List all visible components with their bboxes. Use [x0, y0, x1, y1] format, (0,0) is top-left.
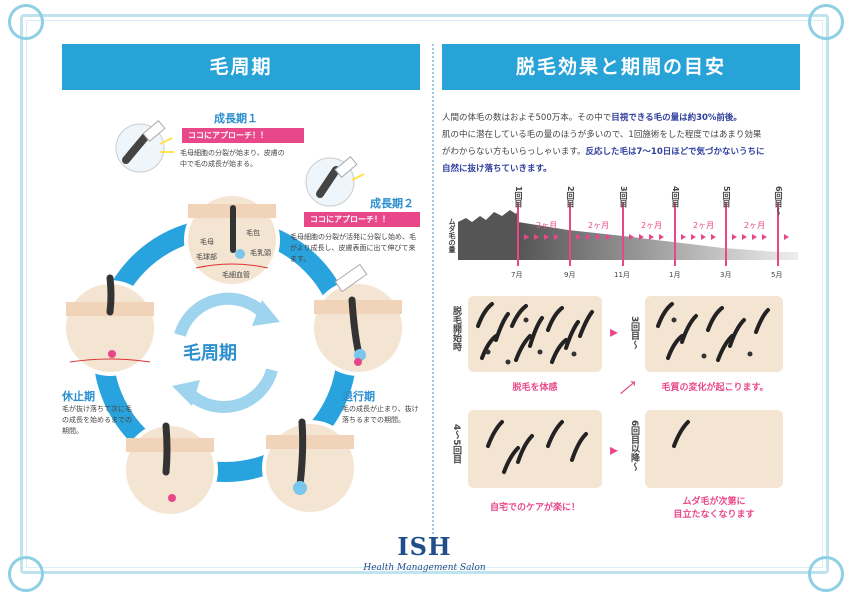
session-label-6: 6回目～ [774, 186, 783, 216]
stage-caption-6th-line-1: ムダ毛が次第に [682, 497, 746, 507]
phase-anagen-2-title: 成長期２ [370, 197, 414, 210]
decorative-frame [20, 14, 829, 574]
circle-anagen-2 [310, 280, 406, 376]
anatomy-label-papilla: 毛乳頭 [250, 249, 271, 257]
month-label-1: 7月 [511, 271, 523, 279]
phase-catagen-title: 退行期 [342, 390, 375, 403]
phase-anagen-1-tag: ココにアプローチ！！ [182, 128, 304, 143]
intro-line-3a: がわからない方もいらっしゃいます。 [442, 147, 586, 157]
session-label-3: 3回目 [619, 186, 628, 208]
circle-catagen [262, 418, 358, 516]
timeline-ylabel: ムダ毛の量 [448, 218, 456, 253]
session-label-2: 2回目 [566, 186, 575, 208]
stage-side-label-start: 脱毛開始時 [451, 306, 461, 351]
anatomy-label-follicle: 毛包 [246, 229, 260, 237]
session-label-4: 4回目 [671, 186, 680, 208]
hair-cycle-diagram [62, 120, 406, 518]
interval-label-1: 2ヶ月 [536, 221, 558, 230]
anatomy-label-bulb: 毛球部 [196, 253, 217, 261]
stage-caption-start: 脱毛を体感 [512, 383, 558, 393]
hair-volume-timeline [458, 202, 798, 266]
circle-telogen-lower [122, 422, 218, 518]
corner-ornament-bottom-right [808, 556, 844, 592]
interval-label-3: 2ヶ月 [641, 221, 663, 230]
logo-name: ISH [397, 532, 452, 561]
cycle-arrow-bottom [183, 368, 278, 413]
month-label-2: 9月 [564, 271, 576, 279]
interval-label-2: 2ヶ月 [588, 221, 610, 230]
stage-panel-4th-5th [468, 410, 602, 488]
cycle-arrow-top [174, 292, 270, 337]
phase-telogen-desc: 毛が抜け落ちて次に毛の成長を始めるまでの期間。 [62, 405, 132, 435]
stage-caption-4th-5th: 自宅でのケアが楽に！ [489, 503, 580, 513]
stage-side-label-6th: 6回目以降～ [629, 420, 639, 472]
circle-telogen [62, 274, 158, 376]
column-divider [432, 44, 434, 534]
corner-ornament-bottom-left [8, 556, 44, 592]
intro-line-1b: 目視できる毛の量は約30%前後。 [611, 113, 742, 123]
laser-device-icon-3 [334, 263, 368, 293]
stage-caption-3rd: 毛質の変化が起こります。 [661, 383, 769, 393]
laser-device-icon-2 [305, 156, 365, 207]
phase-anagen-2-tag: ココにアプローチ！！ [304, 212, 420, 227]
salon-logo: ISH Health Management Salon [0, 532, 849, 573]
intro-line-2: 肌の中に潜在している毛の量のほうが多いので、1回施術をした程度ではあまり効果 [442, 130, 762, 140]
stage-hair-illustrations [476, 302, 770, 474]
stage-arrow-right: ▸ [610, 322, 619, 341]
phase-catagen-desc: 毛の成長が止まり、抜け落ちるまでの期間。 [342, 405, 419, 424]
left-title-banner: 毛周期 [62, 44, 420, 90]
phase-anagen-2-desc: 毛母細胞の分裂が活発に分裂し始め、毛がより成長し、皮膚表面に出て伸びて来ます。 [290, 233, 416, 263]
stage-panel-6th [645, 410, 783, 488]
interval-label-4: 2ヶ月 [693, 221, 715, 230]
phase-anagen-1-desc: 毛母細胞の分裂が始まり、皮膚の中で毛の成長が始まる。 [180, 149, 285, 168]
month-label-4: 1月 [669, 271, 681, 279]
anatomy-label-vessel: 毛細血管 [222, 271, 250, 279]
intro-line-1a: 人間の体毛の数はおよそ500万本。その中で [442, 113, 612, 123]
corner-ornament-top-left [8, 4, 44, 40]
session-label-5: 5回目 [722, 186, 731, 208]
month-label-6: 5月 [771, 271, 783, 279]
phase-anagen-1-title: 成長期１ [214, 112, 258, 125]
month-label-3: 11月 [614, 271, 630, 279]
cycle-center-label: 毛周期 [183, 343, 237, 364]
cycle-arrowhead-bottom [172, 380, 200, 406]
intro-line-3b: 反応した毛は7～10日ほどで気づかないうちに [585, 147, 765, 157]
corner-ornament-top-right [808, 4, 844, 40]
phase-telogen-title: 休止期 [62, 390, 95, 403]
decorative-frame-inner [26, 20, 823, 568]
month-label-5: 3月 [720, 271, 732, 279]
stage-side-label-4th-5th: 4～5回目 [451, 424, 461, 464]
cycle-arrowhead-top [252, 300, 280, 326]
intro-paragraph: 人間の体毛の数はおよそ500万本。その中で目視できる毛の量は約30%前後。 肌の… [442, 110, 802, 178]
logo-subtitle: Health Management Salon [363, 563, 486, 573]
anatomy-label-matrix: 毛母 [200, 238, 214, 246]
stage-caption-6th-line-2: 目立たなくなります [673, 510, 755, 520]
right-title-banner: 脱毛効果と期間の目安 [442, 44, 800, 90]
interval-label-5: 2ヶ月 [744, 221, 766, 230]
circle-anagen-1 [184, 192, 280, 288]
session-label-1: 1回目 [514, 186, 523, 208]
stage-arrow-right-bottom: ▸ [610, 440, 619, 459]
intro-line-4: 自然に抜け落ちていきます。 [442, 164, 552, 174]
stage-side-label-3rd: 3回目～ [629, 316, 639, 350]
laser-device-icon-1 [115, 120, 174, 173]
